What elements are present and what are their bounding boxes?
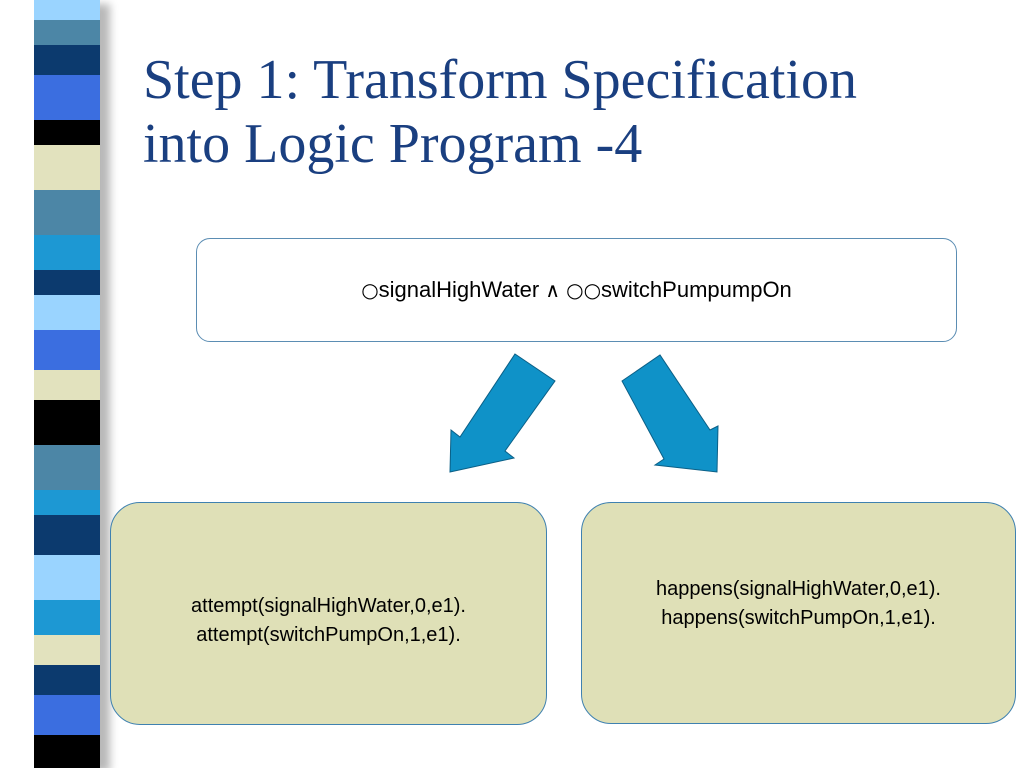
attempt-facts-box: attempt(signalHighWater,0,e1). attempt(s…: [110, 502, 547, 725]
stripe-segment: [34, 490, 100, 515]
happens-fact-line-2: happens(switchPumpOn,1,e1).: [661, 607, 936, 629]
stripe-segment: [34, 400, 100, 445]
stripe-segment: [34, 45, 100, 75]
decorative-stripe-bar: [34, 0, 100, 768]
formula-left-term: signalHighWater: [378, 277, 540, 302]
happens-fact-line-1: happens(signalHighWater,0,e1).: [656, 578, 941, 600]
stripe-segment: [34, 270, 100, 295]
next-operator-symbol: ○: [583, 278, 602, 302]
stripe-segment: [34, 190, 100, 235]
stripe-segment: [34, 295, 100, 330]
stripe-segment: [34, 330, 100, 370]
stripe-segment: [34, 370, 100, 400]
next-operator-symbol: ○: [566, 278, 584, 302]
stripe-segment: [34, 695, 100, 735]
slide-title-line-2: into Logic Program -4: [143, 113, 643, 175]
stripe-segment: [34, 600, 100, 635]
stripe-segment: [34, 665, 100, 695]
stripe-segment: [34, 555, 100, 600]
stripe-segment: [34, 145, 100, 190]
stripe-segment: [34, 235, 100, 270]
arrow-down-right-icon: [621, 354, 719, 473]
slide-title: Step 1: Transform Specification into Log…: [143, 48, 1003, 176]
stripe-segment: [34, 120, 100, 145]
stripe-segment: [34, 75, 100, 120]
stripe-segment: [34, 735, 100, 768]
stripe-segment: [34, 20, 100, 45]
attempt-fact-line-2: attempt(switchPumpOn,1,e1).: [196, 623, 461, 646]
and-operator-symbol: ∧: [545, 278, 561, 302]
stripe-segment: [34, 515, 100, 555]
specification-formula-box: ○signalHighWater ∧ ○○switchPumpumpOn: [196, 238, 957, 342]
next-operator-symbol: ○: [361, 278, 379, 302]
stripe-segment: [34, 0, 100, 20]
slide-title-line-1: Step 1: Transform Specification: [143, 49, 857, 111]
arrow-down-left-icon: [449, 353, 556, 473]
specification-formula: ○signalHighWater ∧ ○○switchPumpumpOn: [361, 277, 792, 303]
formula-right-term: switchPumpumpOn: [601, 277, 792, 302]
stripe-segment: [34, 445, 100, 490]
stripe-segment: [34, 635, 100, 665]
happens-facts-box: happens(signalHighWater,0,e1). happens(s…: [581, 502, 1016, 724]
attempt-fact-line-1: attempt(signalHighWater,0,e1).: [191, 594, 466, 617]
